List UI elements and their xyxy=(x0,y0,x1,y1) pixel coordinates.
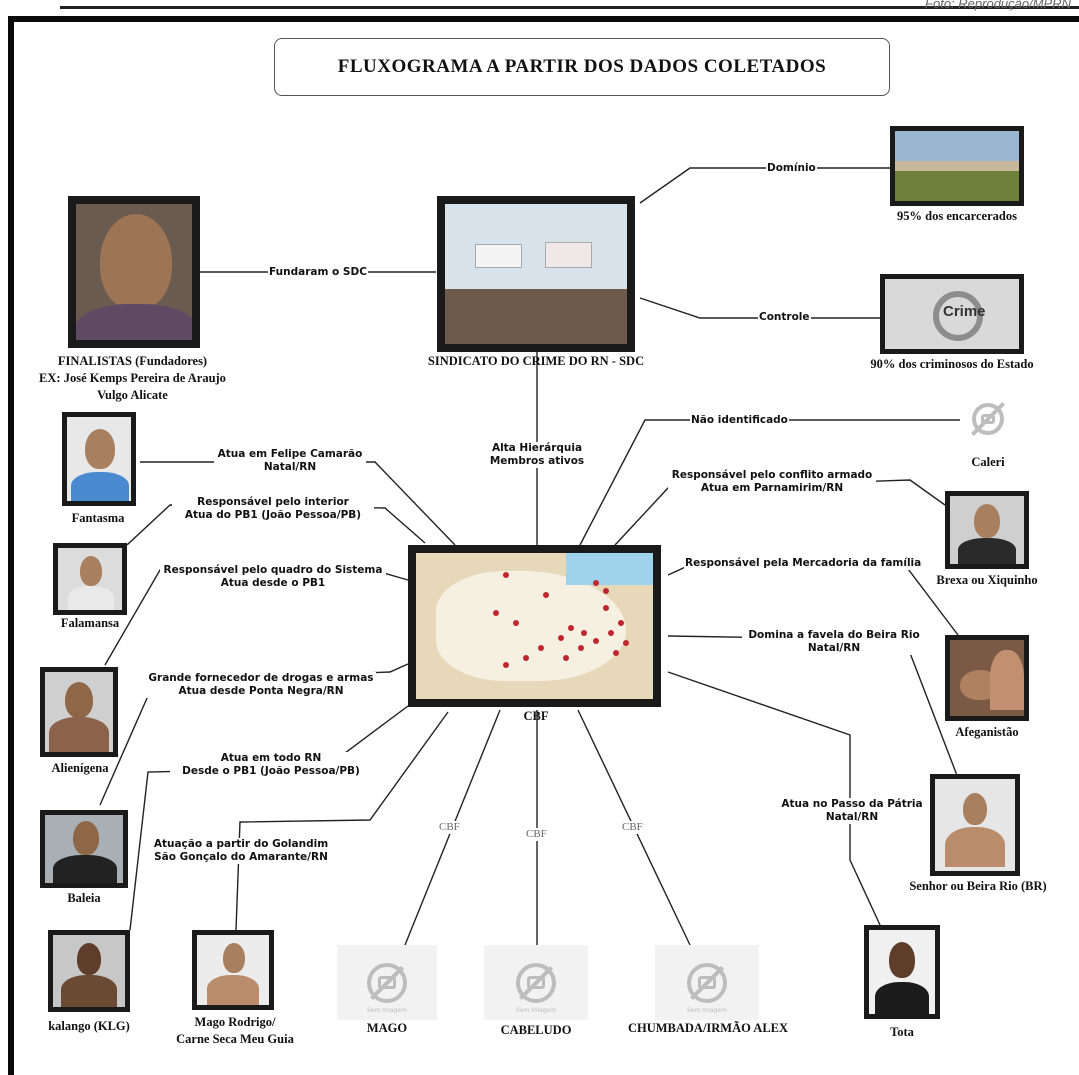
afeganistao-caption: Afeganistão xyxy=(955,725,1019,739)
edge-dominio xyxy=(639,167,890,204)
caleri-no-image xyxy=(960,392,1016,446)
edge-label-fundaram: Fundaram o SDC xyxy=(268,266,368,279)
diagram-title: FLUXOGRAMA A PARTIR DOS DADOS COLETADOS xyxy=(274,38,890,96)
senhor-photo xyxy=(930,774,1020,876)
edge-mago-rodrigo xyxy=(235,711,449,931)
senhor-caption: Senhor ou Beira Rio (BR) xyxy=(909,879,1047,893)
edge-controle xyxy=(639,297,880,319)
kalango-caption: kalango (KLG) xyxy=(48,1019,130,1033)
criminosos-caption: 90% dos criminosos do Estado xyxy=(870,357,1034,371)
baleia-caption: Baleia xyxy=(67,891,101,905)
tota-caption: Tota xyxy=(890,1025,914,1039)
sdc-photo xyxy=(437,196,635,352)
cbf-caption: CBF xyxy=(523,709,549,723)
mago-rodrigo-caption: Mago Rodrigo/ Carne Seca Meu Guia xyxy=(176,1015,294,1046)
alienigena-photo xyxy=(40,667,118,757)
prison-photo xyxy=(890,126,1024,206)
fantasma-caption: Fantasma xyxy=(71,511,125,525)
edge-tota xyxy=(667,671,881,926)
edge-senhor xyxy=(667,635,959,779)
mago-caption: MAGO xyxy=(366,1021,408,1035)
falamansa-caption: Falamansa xyxy=(60,616,120,630)
caleri-caption: Caleri xyxy=(971,455,1005,469)
mago-rodrigo-photo xyxy=(192,930,274,1010)
tota-photo xyxy=(864,925,940,1019)
finalistas-caption: FINALISTAS (Fundadores) EX: José Kemps P… xyxy=(39,354,226,402)
cbf-map xyxy=(408,545,661,707)
falamansa-photo xyxy=(53,543,127,615)
finalistas-photo xyxy=(68,196,200,348)
sdc-caption: SINDICATO DO CRIME DO RN - SDC xyxy=(427,354,645,368)
edge-afeganistao xyxy=(667,564,959,636)
baleia-photo xyxy=(40,810,128,888)
brexa-photo xyxy=(945,491,1029,569)
edge-label-cbf-cabeludo: CBF xyxy=(525,828,548,841)
fantasma-photo xyxy=(62,412,136,506)
edge-label-cbf-mago: CBF xyxy=(438,821,461,834)
afeganistao-photo xyxy=(945,635,1029,721)
encarcerados-caption: 95% dos encarcerados xyxy=(897,209,1017,223)
edge-kalango xyxy=(129,705,409,931)
photo-credit: Foto: Reprodução/MPRN xyxy=(925,0,1071,11)
cabeludo-caption: CABELUDO xyxy=(500,1023,572,1037)
brexa-caption: Brexa ou Xiquinho xyxy=(936,573,1038,587)
kalango-photo xyxy=(48,930,130,1012)
top-rule xyxy=(60,6,1079,9)
edge-label-caleri: Não identificado xyxy=(690,414,789,427)
chumbada-no-image: Sem Imagem xyxy=(655,945,759,1020)
edge-label-cbf-chumbada: CBF xyxy=(621,821,644,834)
crime-photo: Crime xyxy=(880,274,1024,354)
edge-caleri xyxy=(579,419,960,546)
mago-no-image: Sem Imagem xyxy=(337,945,437,1020)
chumbada-caption: CHUMBADA/IRMÃO ALEX xyxy=(627,1021,789,1035)
edge-label-afeganistao: Responsável pela Mercadoria da família xyxy=(684,557,923,570)
edge-label-controle: Controle xyxy=(758,311,811,324)
alienigena-caption: Alienígena xyxy=(51,761,109,775)
cabeludo-no-image: Sem Imagem xyxy=(484,945,588,1020)
edge-label-dominio: Domínio xyxy=(766,162,817,175)
